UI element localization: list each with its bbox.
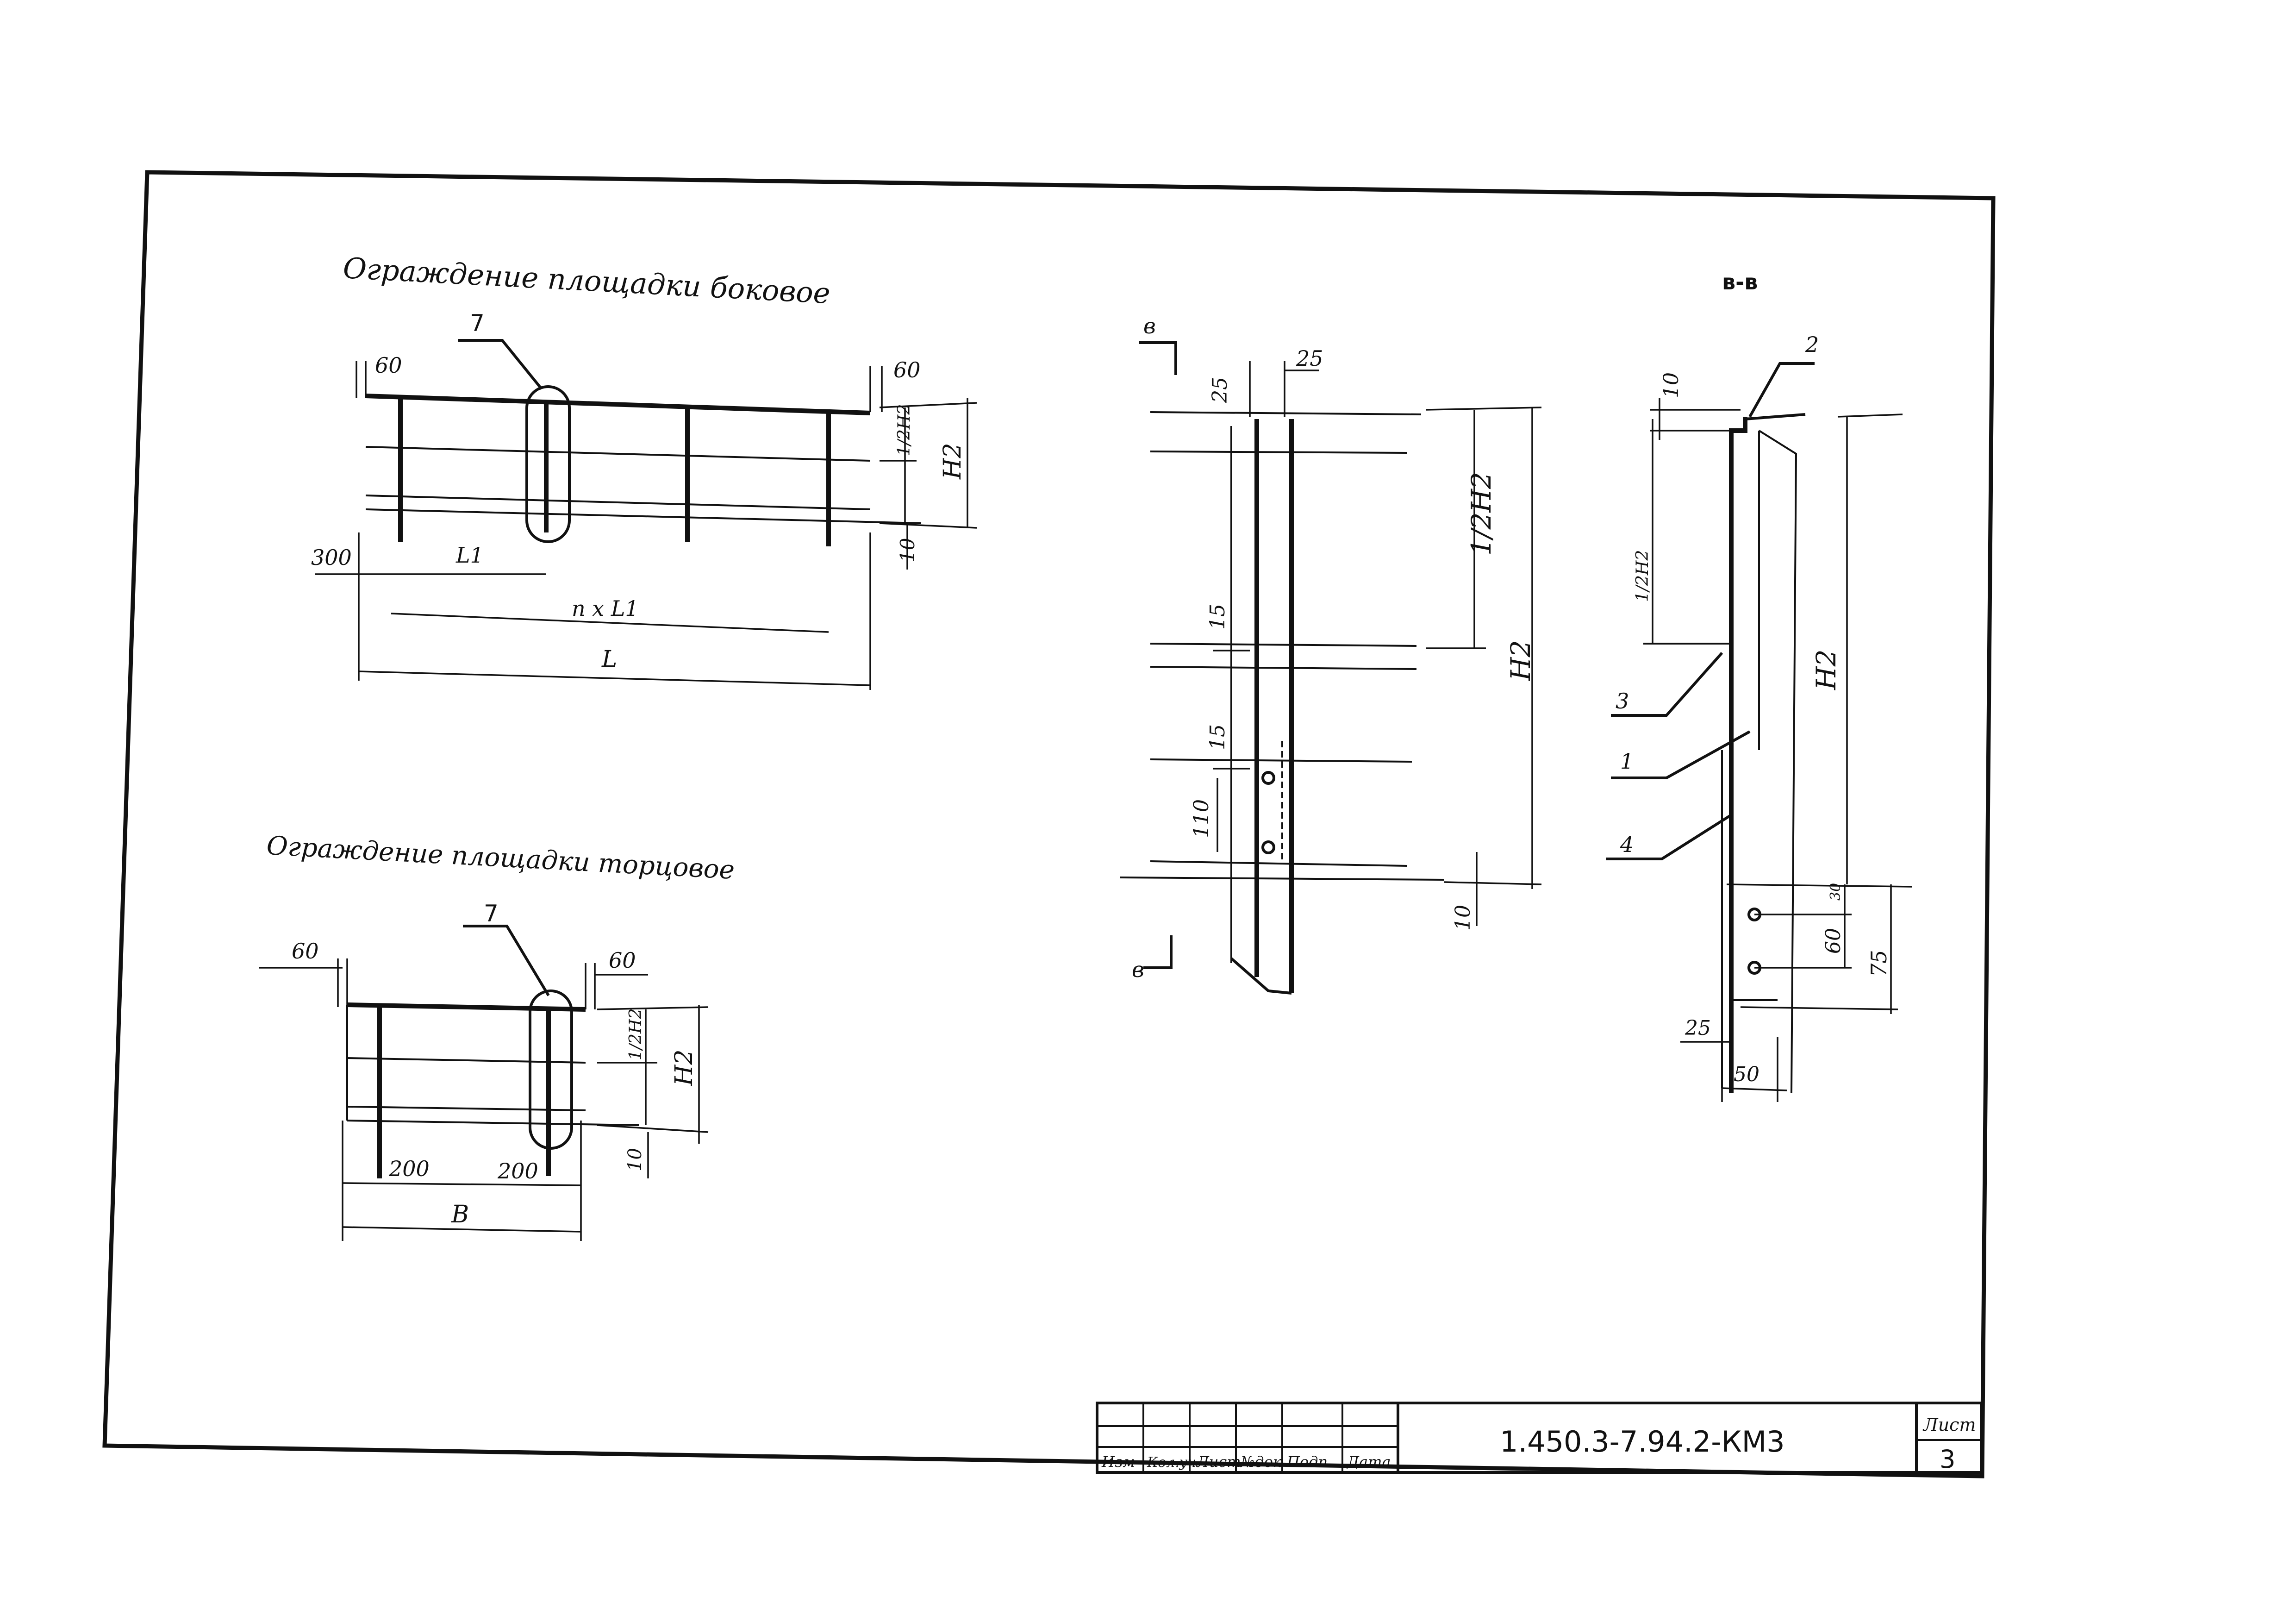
side-dim-end-offset: 300 <box>311 545 352 570</box>
post-dim-bottom-gap: 10 <box>1451 905 1475 931</box>
side-dim-half-height: 1/2H2 <box>895 404 914 456</box>
sheet-label: Лист <box>1922 1415 1976 1435</box>
side-dim-left-overhang: 60 <box>375 353 402 378</box>
section-dim-foot-offset: 25 <box>1685 1016 1711 1040</box>
end-fence-view: Ограждение площадки торцовое 7 60 60 1/2… <box>259 831 736 1241</box>
section-leader-line <box>1611 730 1751 779</box>
title-block: Изм Кол.уч Лист №док Подп. Дата 1.450.3-… <box>1096 1402 1983 1474</box>
side-dim-right-overhang: 60 <box>893 357 921 382</box>
section-leader-line <box>1748 362 1815 418</box>
end-dim-right-overhang: 60 <box>609 948 636 973</box>
section-dim-top-thickness: 10 <box>1660 372 1683 398</box>
end-toe-board <box>347 1120 639 1126</box>
side-dim-length: L <box>601 645 617 672</box>
end-dim-left-overhang: 60 <box>292 939 319 964</box>
post-view: в в 25 25 15 15 110 <box>1120 313 1542 995</box>
section-dim-half-height: 1/2H2 <box>1633 550 1652 602</box>
section-mark-top-label: в <box>1143 313 1156 338</box>
side-dim-pitch-total: n x L1 <box>572 596 639 621</box>
post-dim-low-offset: 15 <box>1206 724 1229 750</box>
side-bottom-rail <box>365 495 871 510</box>
title-block-header-podp: Подп. <box>1286 1453 1332 1471</box>
title-block-frame <box>1096 1402 1983 1474</box>
end-dim-bottom-gap: 10 <box>624 1148 646 1171</box>
side-mid-rail <box>365 446 871 462</box>
section-dim-hole-total: 75 <box>1866 950 1891 977</box>
end-dim-half-height: 1/2H2 <box>626 1008 645 1060</box>
end-dim-width: B <box>451 1201 469 1228</box>
post-dim-top-width: 25 <box>1296 346 1323 371</box>
side-leader-line <box>458 339 543 390</box>
end-mid-rail <box>347 1057 586 1064</box>
sheet-frame <box>102 170 1996 1478</box>
end-fence-title: Ограждение площадки торцовое <box>266 831 735 885</box>
post-dim-mid-offset: 15 <box>1206 604 1229 630</box>
section-leader-line <box>1611 652 1723 717</box>
title-block-header-kol: Кол.уч <box>1147 1454 1196 1471</box>
end-bottom-rail <box>347 1106 586 1111</box>
section-dim-height: H2 <box>1810 650 1842 690</box>
section-bb-label: в-в <box>1722 269 1758 294</box>
section-bb-view: в-в 2 3 1 4 10 1/2H2 H2 <box>1606 269 1912 1102</box>
title-block-header-data: Дата <box>1346 1453 1391 1471</box>
title-block-header-list: Лист <box>1196 1453 1241 1471</box>
post-dim-half-height: 1/2H2 <box>1466 472 1497 556</box>
end-dim-post-offset-right: 200 <box>497 1159 538 1184</box>
end-leader-line <box>463 925 550 996</box>
side-dim-height: H2 <box>939 443 967 480</box>
end-dim-height: H2 <box>670 1050 698 1086</box>
document-code: 1.450.3-7.94.2-КМ3 <box>1500 1425 1785 1459</box>
side-leader-label: 7 <box>470 310 485 337</box>
section-dim-hole-top: 30 <box>1828 883 1844 901</box>
side-toe-board <box>365 508 922 524</box>
side-top-rail <box>365 394 871 415</box>
end-dim-post-offset-left: 200 <box>388 1156 430 1181</box>
title-block-header-izm: Изм <box>1101 1453 1135 1471</box>
post-dim-height: H2 <box>1505 640 1536 681</box>
end-leader-label: 7 <box>484 900 499 927</box>
section-post-outer <box>1729 417 1747 732</box>
post-dim-hole-pitch: 110 <box>1190 799 1213 838</box>
section-top-cap <box>1745 413 1806 420</box>
section-dim-hole-pitch: 60 <box>1822 928 1845 954</box>
section-leader-2: 2 <box>1805 332 1819 357</box>
sheet-number: 3 <box>1940 1445 1955 1474</box>
side-fence-title: Ограждение площадки боковое <box>342 251 831 310</box>
section-mark-top <box>1139 341 1177 375</box>
side-dim-pitch: L1 <box>455 543 484 568</box>
section-leader-3: 3 <box>1616 689 1629 714</box>
section-dim-foot-width: 50 <box>1734 1063 1759 1086</box>
side-joint-oval <box>525 385 571 543</box>
post-dim-top-offset: 25 <box>1208 377 1232 403</box>
end-top-rail <box>347 1002 586 1012</box>
section-leader-1: 1 <box>1620 749 1634 774</box>
section-mark-bottom-label: в <box>1132 957 1144 982</box>
section-leader-4: 4 <box>1620 832 1634 857</box>
section-mark-bottom <box>1143 935 1173 969</box>
title-block-header-doc: №док <box>1240 1453 1282 1471</box>
end-joint-oval <box>529 989 573 1150</box>
section-leader-line <box>1606 814 1732 860</box>
side-fence-view: Ограждение площадки боковое 7 60 60 1/2H… <box>311 251 977 690</box>
